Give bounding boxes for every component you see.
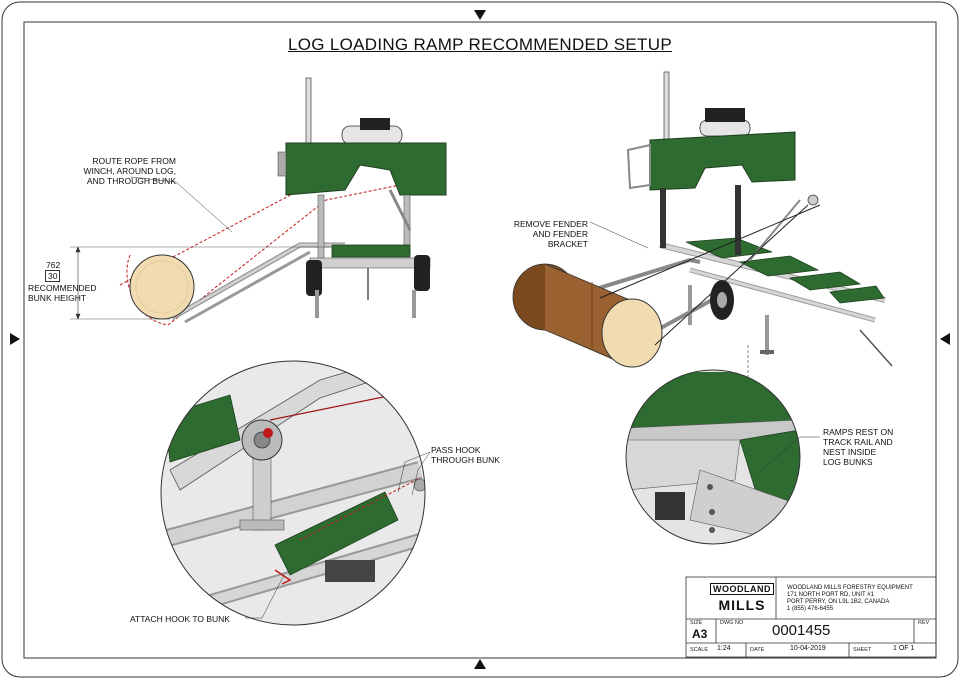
rev-label: REV — [918, 620, 930, 626]
bunk-height-in: 30 — [45, 270, 61, 282]
detail-hook-illustration — [161, 361, 425, 625]
drawing-number: 0001455 — [772, 622, 831, 639]
remove-fender-leader — [589, 221, 649, 249]
woodland-mills-logo: WOODLAND MILLS — [708, 580, 774, 614]
isometric-view-illustration — [512, 71, 893, 368]
size-label: SIZE — [690, 620, 703, 626]
route-rope-note: ROUTE ROPE FROM WINCH, AROUND LOG, AND T… — [83, 156, 176, 186]
top-center-arrow — [474, 10, 486, 20]
sheet-label: SHEET — [853, 647, 872, 653]
logo-text-top: WOODLAND — [710, 583, 774, 595]
attach-hook-note: ATTACH HOOK TO BUNK — [130, 614, 230, 624]
logo-text-bottom: MILLS — [718, 597, 766, 613]
date-value: 10-04-2019 — [790, 645, 826, 652]
scale-label: SCALE — [690, 647, 709, 653]
bunk-height-label: RECOMMENDED BUNK HEIGHT — [28, 283, 97, 303]
ramps-rest-note: RAMPS REST ON TRACK RAIL AND NEST INSIDE… — [823, 427, 894, 467]
ramps-rest-leader — [761, 436, 820, 471]
company-address: WOODLAND MILLS FORESTRY EQUIPMENT 171 NO… — [787, 585, 913, 612]
detail-ramp-illustration — [626, 370, 800, 544]
left-center-arrow — [10, 333, 20, 345]
bunk-height-dimension — [70, 246, 330, 320]
date-label: DATE — [750, 647, 765, 653]
inner-frame — [23, 21, 937, 659]
title-block-frame — [685, 576, 937, 658]
detail-circle-left — [160, 360, 426, 626]
right-center-arrow — [940, 333, 950, 345]
front-view-illustration — [119, 77, 447, 326]
scale-value: 1:24 — [717, 645, 731, 652]
sheet-value: 1 OF 1 — [893, 645, 915, 652]
page-title: LOG LOADING RAMP RECOMMENDED SETUP — [288, 35, 672, 54]
pass-hook-leader — [397, 451, 431, 493]
remove-fender-note: REMOVE FENDER AND FENDER BRACKET — [513, 219, 588, 249]
size-value: A3 — [692, 627, 708, 641]
route-rope-leader — [175, 181, 233, 233]
attach-hook-leader — [245, 574, 285, 619]
dwg-no-label: DWG NO — [720, 620, 744, 626]
bunk-height-mm: 762 — [46, 260, 61, 270]
pass-hook-note: PASS HOOK THROUGH BUNK — [431, 445, 500, 465]
detail-circle-right — [625, 369, 801, 545]
bottom-center-arrow — [474, 659, 486, 669]
